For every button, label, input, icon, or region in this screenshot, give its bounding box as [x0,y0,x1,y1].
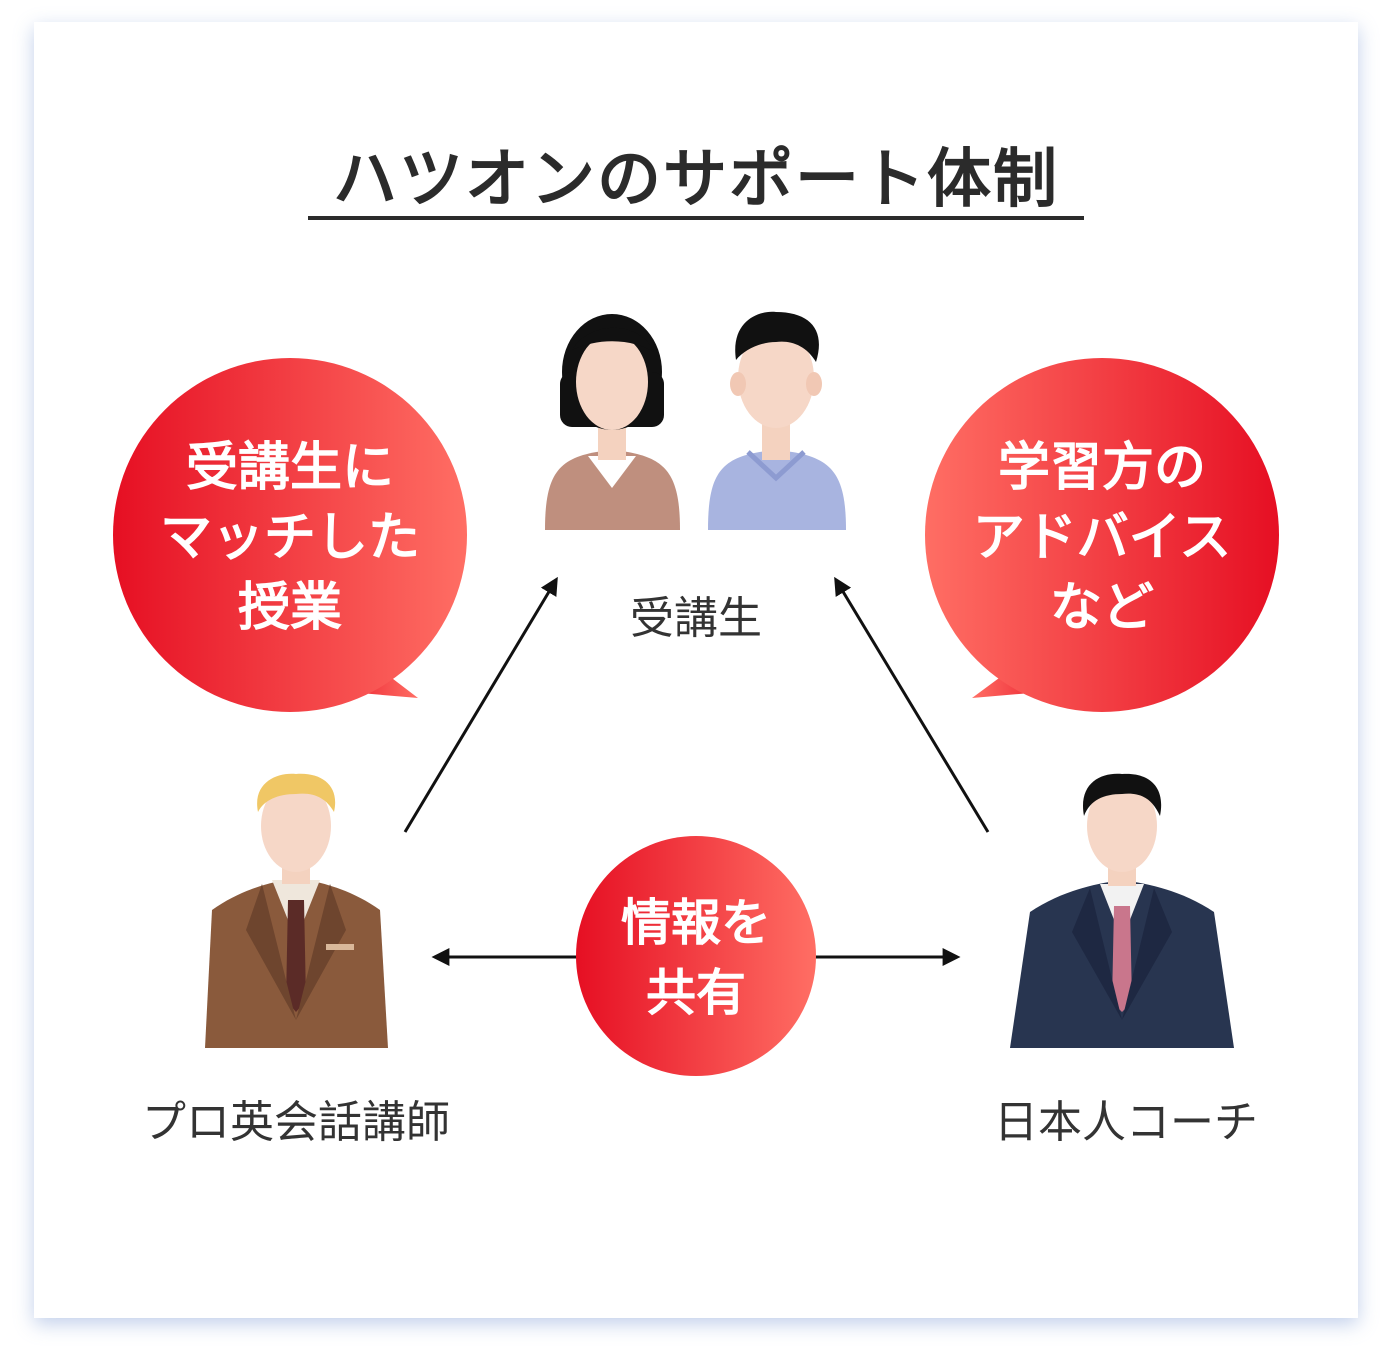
bubble-right-line-1: 学習方の [997,438,1206,498]
bubble-center [576,836,816,1076]
bubble-center-line-2: 共有 [646,964,746,1022]
bubble-right-text: 学習方の アドバイス など [952,433,1252,643]
title-underline [308,216,1084,220]
students-label: 受講生 [630,593,762,644]
bubble-left-text: 受講生に マッチした 授業 [140,433,440,643]
teacher-label: プロ英会話講師 [142,1097,450,1148]
woman-student-avatar [545,314,680,530]
arrow-coach-to-students [834,576,990,833]
bubble-left [113,358,467,712]
bubble-left-line-1: 受講生に [185,438,394,498]
arrow-teacher-to-students [403,576,558,833]
bubble-center-line-1: 情報を [621,894,771,952]
teacher-avatar [205,773,388,1048]
coach-avatar [1010,773,1234,1048]
man-student-avatar [708,311,846,530]
bubble-right [925,358,1279,712]
bubble-right-line-2: アドバイス [972,508,1232,568]
page-title: ハツオンのサポート体制 [333,143,1059,217]
bubble-right-line-3: など [1049,578,1154,638]
bubble-left-line-2: マッチした [159,508,420,568]
bubble-left-line-3: 授業 [237,578,342,638]
coach-label: 日本人コーチ [994,1097,1258,1148]
bubble-center-text: 情報を 共有 [576,888,816,1028]
